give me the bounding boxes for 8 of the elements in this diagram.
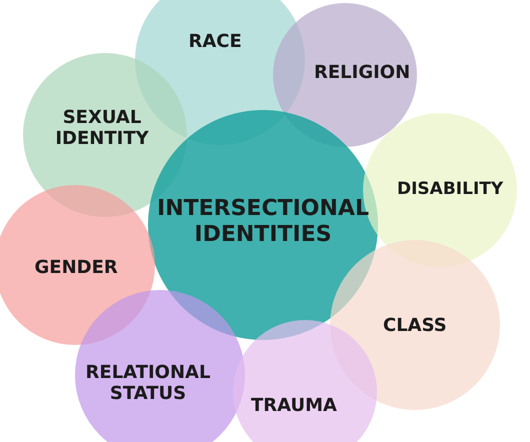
circle-label: GENDER <box>34 257 118 279</box>
circle-label: SEXUAL IDENTITY <box>54 106 150 150</box>
circle-label: CLASS <box>383 315 447 337</box>
circle-label: RELIGION <box>314 62 410 84</box>
circle-label: TRAUMA <box>251 395 337 417</box>
circle-label: DISABILITY <box>397 179 504 200</box>
circle-label: RELATIONAL STATUS <box>84 362 212 405</box>
circle-label: RACE <box>188 31 242 53</box>
